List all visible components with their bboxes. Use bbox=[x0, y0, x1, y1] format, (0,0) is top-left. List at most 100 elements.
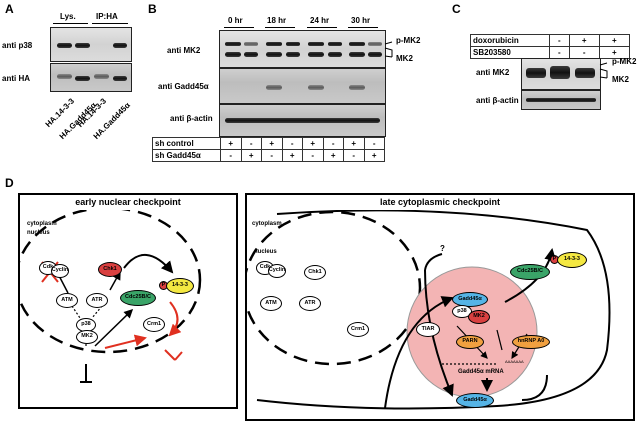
panel-d-letter: D bbox=[5, 176, 14, 190]
panel-c-blot-mk2 bbox=[521, 58, 601, 90]
cell: + bbox=[261, 137, 283, 150]
band bbox=[244, 52, 258, 57]
cell: + bbox=[363, 149, 385, 162]
panel-a-letter: A bbox=[5, 2, 14, 16]
late-polya-label: AAAAAAA bbox=[505, 359, 524, 364]
panel-b-timepoint: 24 hr bbox=[310, 16, 330, 25]
band bbox=[244, 42, 258, 46]
cdc25-label: Cdc25B/C bbox=[517, 268, 543, 275]
late-chk1-node: Chk1 bbox=[304, 265, 326, 280]
panel-b-band-pmk2: p-MK2 bbox=[396, 36, 421, 45]
hnrnp-label: hnRNP A0 bbox=[517, 338, 545, 345]
panel-b-timepoint: 18 hr bbox=[267, 16, 287, 25]
cell: + bbox=[240, 149, 262, 162]
early-chk1-node: Chk1 bbox=[98, 262, 122, 277]
p38-label: p38 bbox=[457, 307, 467, 314]
band bbox=[57, 74, 72, 79]
early-crm1-node: Crm1 bbox=[143, 317, 165, 332]
late-cdc25-node: Cdc25B/C bbox=[510, 264, 550, 280]
parn-label: PARN bbox=[462, 338, 478, 345]
cell: - bbox=[363, 137, 385, 150]
cell: + bbox=[343, 137, 365, 150]
early-cytoplasm-label: cytoplasm bbox=[27, 221, 57, 227]
band bbox=[308, 85, 324, 90]
early-cdc25-node: Cdc25B/C bbox=[120, 290, 156, 306]
late-hnrnp-node: hnRNP A0 bbox=[512, 335, 550, 349]
timepoint-underline bbox=[224, 27, 254, 28]
panel-a-header-ip: IP:HA bbox=[96, 12, 118, 21]
cdk-label: Cdk bbox=[259, 264, 271, 271]
timepoint-underline bbox=[348, 27, 378, 28]
band bbox=[526, 98, 596, 102]
band bbox=[225, 52, 241, 57]
panel-c-band-brackets bbox=[599, 62, 608, 79]
band bbox=[225, 118, 380, 123]
band bbox=[286, 52, 300, 57]
cell: - bbox=[302, 149, 324, 162]
early-nucleus-label: nucleus bbox=[27, 230, 50, 236]
band bbox=[550, 66, 570, 79]
band bbox=[94, 74, 109, 79]
p-label: P bbox=[161, 281, 166, 288]
band bbox=[57, 43, 72, 48]
late-tiar-node: TIAR bbox=[416, 322, 440, 337]
early-atr-node: ATR bbox=[86, 293, 108, 308]
panel-c-row-mk2: anti MK2 bbox=[476, 68, 510, 77]
early-title: early nuclear checkpoint bbox=[75, 197, 181, 207]
timepoint-underline bbox=[307, 27, 337, 28]
sh-control-label: sh control bbox=[152, 137, 221, 150]
band bbox=[328, 52, 342, 57]
panel-a-blot-ha bbox=[50, 63, 132, 92]
cell: + bbox=[281, 149, 303, 162]
cell: - bbox=[261, 149, 283, 162]
panel-b-blot-actin bbox=[219, 104, 386, 137]
early-cyclin-node: Cyclin bbox=[51, 264, 69, 278]
cell: + bbox=[568, 34, 600, 47]
sh-gadd-row: sh Gadd45α - + - + - + - + bbox=[152, 149, 385, 162]
late-nucleus-label: nucleus bbox=[254, 249, 277, 255]
late-question: ? bbox=[440, 244, 445, 253]
sb-row: SB203580 - - + bbox=[470, 46, 631, 59]
band bbox=[349, 42, 365, 46]
late-parn-node: PARN bbox=[456, 335, 484, 349]
band bbox=[75, 43, 90, 48]
1433-label: 14-3-3 bbox=[564, 256, 580, 263]
band bbox=[308, 42, 324, 46]
timepoint-underline bbox=[265, 27, 295, 28]
cell: + bbox=[302, 137, 324, 150]
mk2-label: MK2 bbox=[81, 333, 93, 340]
late-gadd45a-product-node: Gadd45α bbox=[456, 393, 494, 408]
panel-b-letter: B bbox=[148, 2, 157, 16]
late-mrna-label: Gadd45α mRNA bbox=[458, 369, 504, 375]
band bbox=[113, 76, 127, 81]
late-diagram-shapes bbox=[247, 210, 611, 410]
sh-control-row: sh control + - + - + - + - bbox=[152, 137, 385, 150]
panel-c-treatment-table: doxorubicin - + + SB203580 - - + bbox=[470, 34, 631, 59]
chk1-label: Chk1 bbox=[308, 268, 322, 275]
band bbox=[526, 68, 546, 78]
late-title: late cytoplasmic checkpoint bbox=[379, 197, 501, 207]
cell: - bbox=[240, 137, 262, 150]
1433-label: 14-3-3 bbox=[172, 282, 188, 289]
late-atr-node: ATR bbox=[299, 296, 321, 311]
band bbox=[368, 42, 382, 46]
panel-a-ip-underline bbox=[92, 23, 128, 24]
band bbox=[266, 52, 282, 57]
cell: + bbox=[598, 46, 631, 59]
panel-b-band-mk2: MK2 bbox=[396, 54, 413, 63]
panel-b-band-brackets bbox=[384, 41, 393, 58]
band bbox=[349, 52, 365, 57]
band bbox=[75, 76, 90, 81]
cell: + bbox=[322, 149, 344, 162]
panel-b-row-mk2: anti MK2 bbox=[167, 46, 201, 55]
panel-c-row-actin: anti β-actin bbox=[476, 96, 519, 105]
panel-b-blot-gadd bbox=[219, 68, 386, 104]
cell: + bbox=[220, 137, 242, 150]
band bbox=[308, 52, 324, 57]
cell: - bbox=[322, 137, 344, 150]
gadd45a-label: Gadd45α bbox=[458, 295, 482, 302]
panel-c-blot-actin bbox=[521, 90, 601, 110]
band bbox=[368, 52, 382, 57]
cyclin-label: Cyclin bbox=[51, 267, 69, 274]
